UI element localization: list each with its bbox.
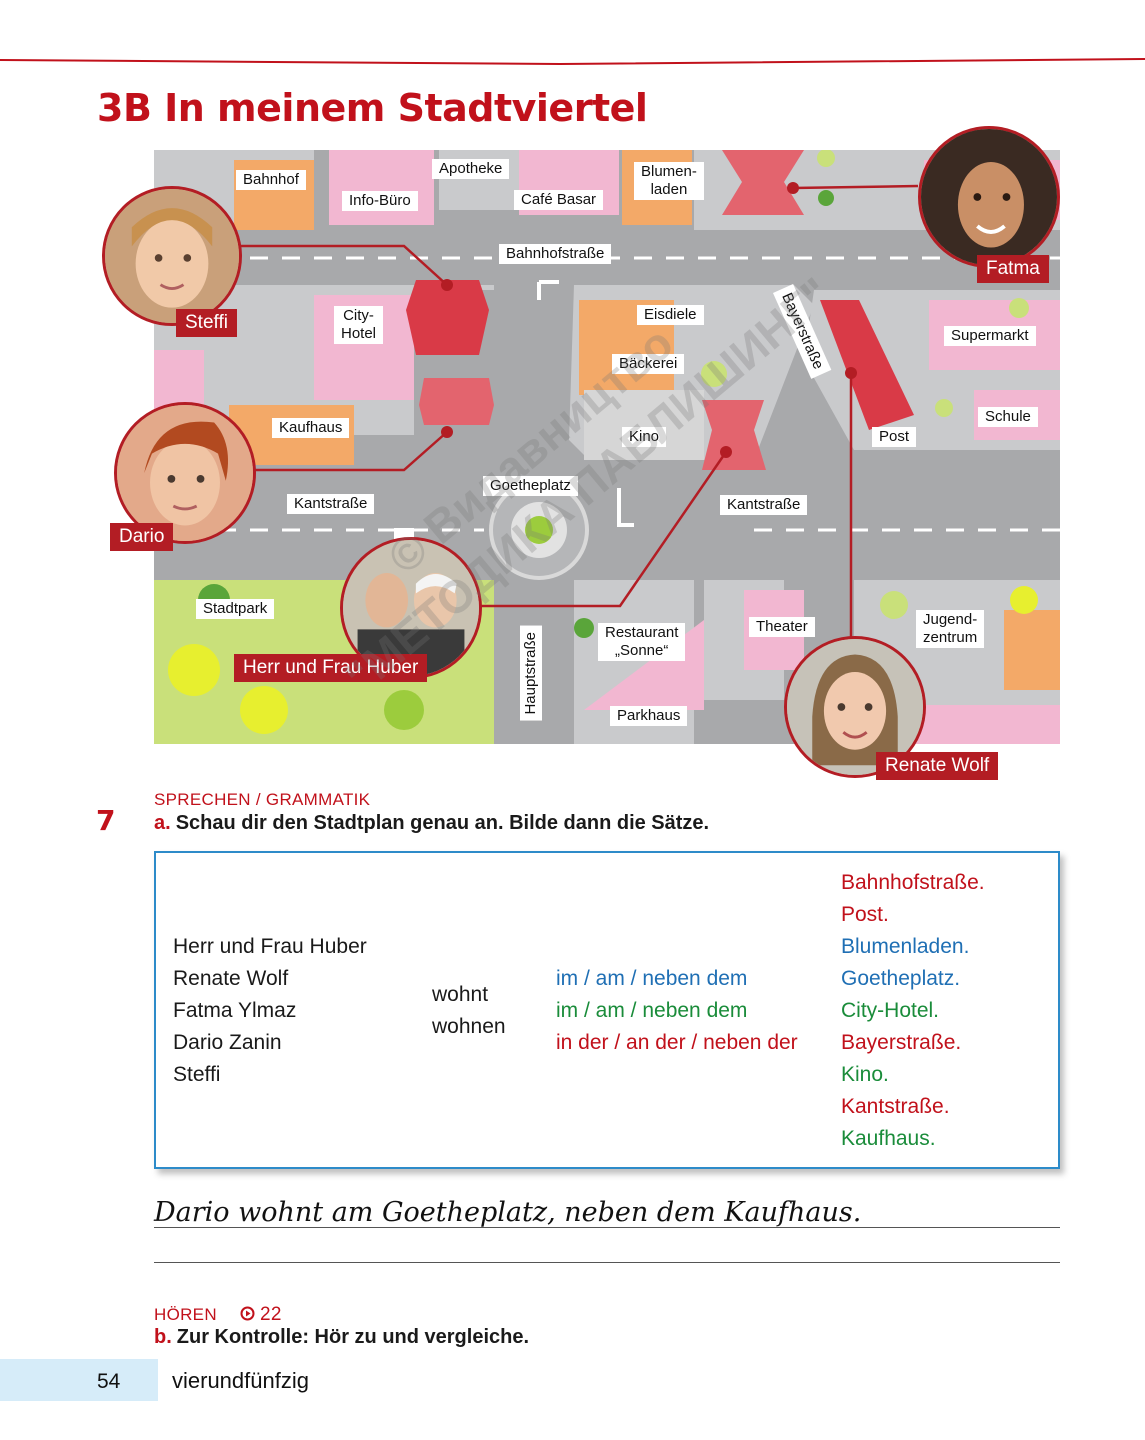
- sentence-builder-box: Herr und Frau Huber Renate Wolf Fatma Yl…: [154, 851, 1060, 1169]
- task-b-text: Zur Kontrolle: Hör zu und vergleiche.: [176, 1326, 530, 1348]
- label-eisdiele: Eisdiele: [637, 305, 704, 325]
- place-item: Kaufhaus.: [841, 1127, 936, 1150]
- section-hoeren-label: HÖREN: [154, 1305, 217, 1324]
- answer-line-1: [154, 1227, 1060, 1228]
- label-post: Post: [872, 427, 917, 447]
- label-kaufhaus: Kaufhaus: [272, 418, 350, 438]
- label-kantstrasse-right: Kantstraße: [720, 495, 808, 515]
- label-bahnhofstrasse: Bahnhofstraße: [499, 244, 612, 264]
- portrait-dario: [114, 402, 256, 544]
- example-answer: Dario wohnt am Goetheplatz, neben dem Ka…: [154, 1197, 862, 1228]
- audio-play-icon[interactable]: [240, 1305, 255, 1325]
- exercise-number: 7: [96, 804, 116, 837]
- label-apotheke: Apotheke: [432, 159, 510, 179]
- page-number: 54: [97, 1370, 121, 1393]
- page-number-word: vierundfünfzig: [172, 1368, 309, 1393]
- label-blumenladen: Blumen- laden: [634, 162, 704, 200]
- subject-item: Steffi: [173, 1063, 221, 1086]
- place-item: Goetheplatz.: [841, 967, 961, 990]
- label-restaurant: Restaurant „Sonne“: [598, 623, 686, 661]
- label-parkhaus: Parkhaus: [610, 706, 688, 726]
- label-schule: Schule: [978, 407, 1038, 427]
- subject-item: Renate Wolf: [173, 967, 289, 990]
- label-bahnhof: Bahnhof: [236, 170, 306, 190]
- portrait-renate: [784, 636, 926, 778]
- label-baeckerei: Bäckerei: [612, 354, 685, 374]
- label-stadtpark: Stadtpark: [196, 599, 275, 619]
- places-column: Bahnhofstraße. Post. Blumenladen. Goethe…: [841, 867, 985, 1155]
- audio-track-number: 22: [259, 1304, 282, 1325]
- label-supermarkt: Supermarkt: [944, 326, 1036, 346]
- name-huber: Herr und Frau Huber: [234, 654, 428, 682]
- place-item: Kino.: [841, 1063, 889, 1086]
- place-item: Bahnhofstraße.: [841, 871, 985, 894]
- task-a-text: Schau dir den Stadtplan genau an. Bilde …: [175, 812, 710, 834]
- subject-item: Herr und Frau Huber: [173, 935, 367, 958]
- prepositions-column: im / am / neben dem im / am / neben dem …: [556, 963, 798, 1059]
- label-hauptstrasse: Hauptstraße: [520, 626, 542, 721]
- task-a: a.Schau dir den Stadtplan genau an. Bild…: [154, 812, 709, 835]
- portrait-fatma: [918, 126, 1060, 268]
- section-hoeren: HÖREN 22: [154, 1304, 282, 1326]
- portrait-steffi: [102, 186, 242, 326]
- label-kantstrasse-left: Kantstraße: [287, 494, 375, 514]
- verb-item: wohnt: [432, 983, 489, 1006]
- name-renate: Renate Wolf: [876, 752, 999, 780]
- name-dario: Dario: [110, 523, 174, 551]
- prep-item: im / am / neben dem: [556, 999, 748, 1022]
- verbs-column: wohnt wohnen: [432, 979, 506, 1043]
- label-kino: Kino: [622, 427, 667, 447]
- label-jugendzentrum: Jugend- zentrum: [916, 610, 985, 648]
- label-info-buero: Info-Büro: [342, 191, 418, 211]
- place-item: Kantstraße.: [841, 1095, 950, 1118]
- place-item: Blumenladen.: [841, 935, 970, 958]
- task-b-letter: b.: [154, 1326, 172, 1348]
- label-city-hotel: City- Hotel: [334, 306, 384, 344]
- subjects-column: Herr und Frau Huber Renate Wolf Fatma Yl…: [173, 931, 367, 1091]
- place-item: Post.: [841, 903, 889, 926]
- task-a-letter: a.: [154, 812, 171, 834]
- subject-item: Fatma Ylmaz: [173, 999, 297, 1022]
- task-b: b.Zur Kontrolle: Hör zu und vergleiche.: [154, 1326, 529, 1349]
- page-number-box: [0, 1359, 158, 1401]
- label-theater: Theater: [749, 617, 815, 637]
- subject-item: Dario Zanin: [173, 1031, 282, 1054]
- verb-item: wohnen: [432, 1015, 506, 1038]
- place-item: City-Hotel.: [841, 999, 940, 1022]
- name-steffi: Steffi: [176, 309, 237, 337]
- prep-item: in der / an der / neben der: [556, 1031, 798, 1054]
- top-rule: [0, 58, 1145, 66]
- label-cafe-basar: Café Basar: [514, 190, 604, 210]
- name-fatma: Fatma: [977, 255, 1049, 283]
- answer-line-2: [154, 1262, 1060, 1263]
- place-item: Bayerstraße.: [841, 1031, 962, 1054]
- section-sprechen: SPRECHEN / GRAMMATIK: [154, 790, 371, 809]
- prep-item: im / am / neben dem: [556, 967, 748, 990]
- portrait-huber: [340, 537, 482, 679]
- page-title: 3B In meinem Stadtviertel: [97, 86, 648, 130]
